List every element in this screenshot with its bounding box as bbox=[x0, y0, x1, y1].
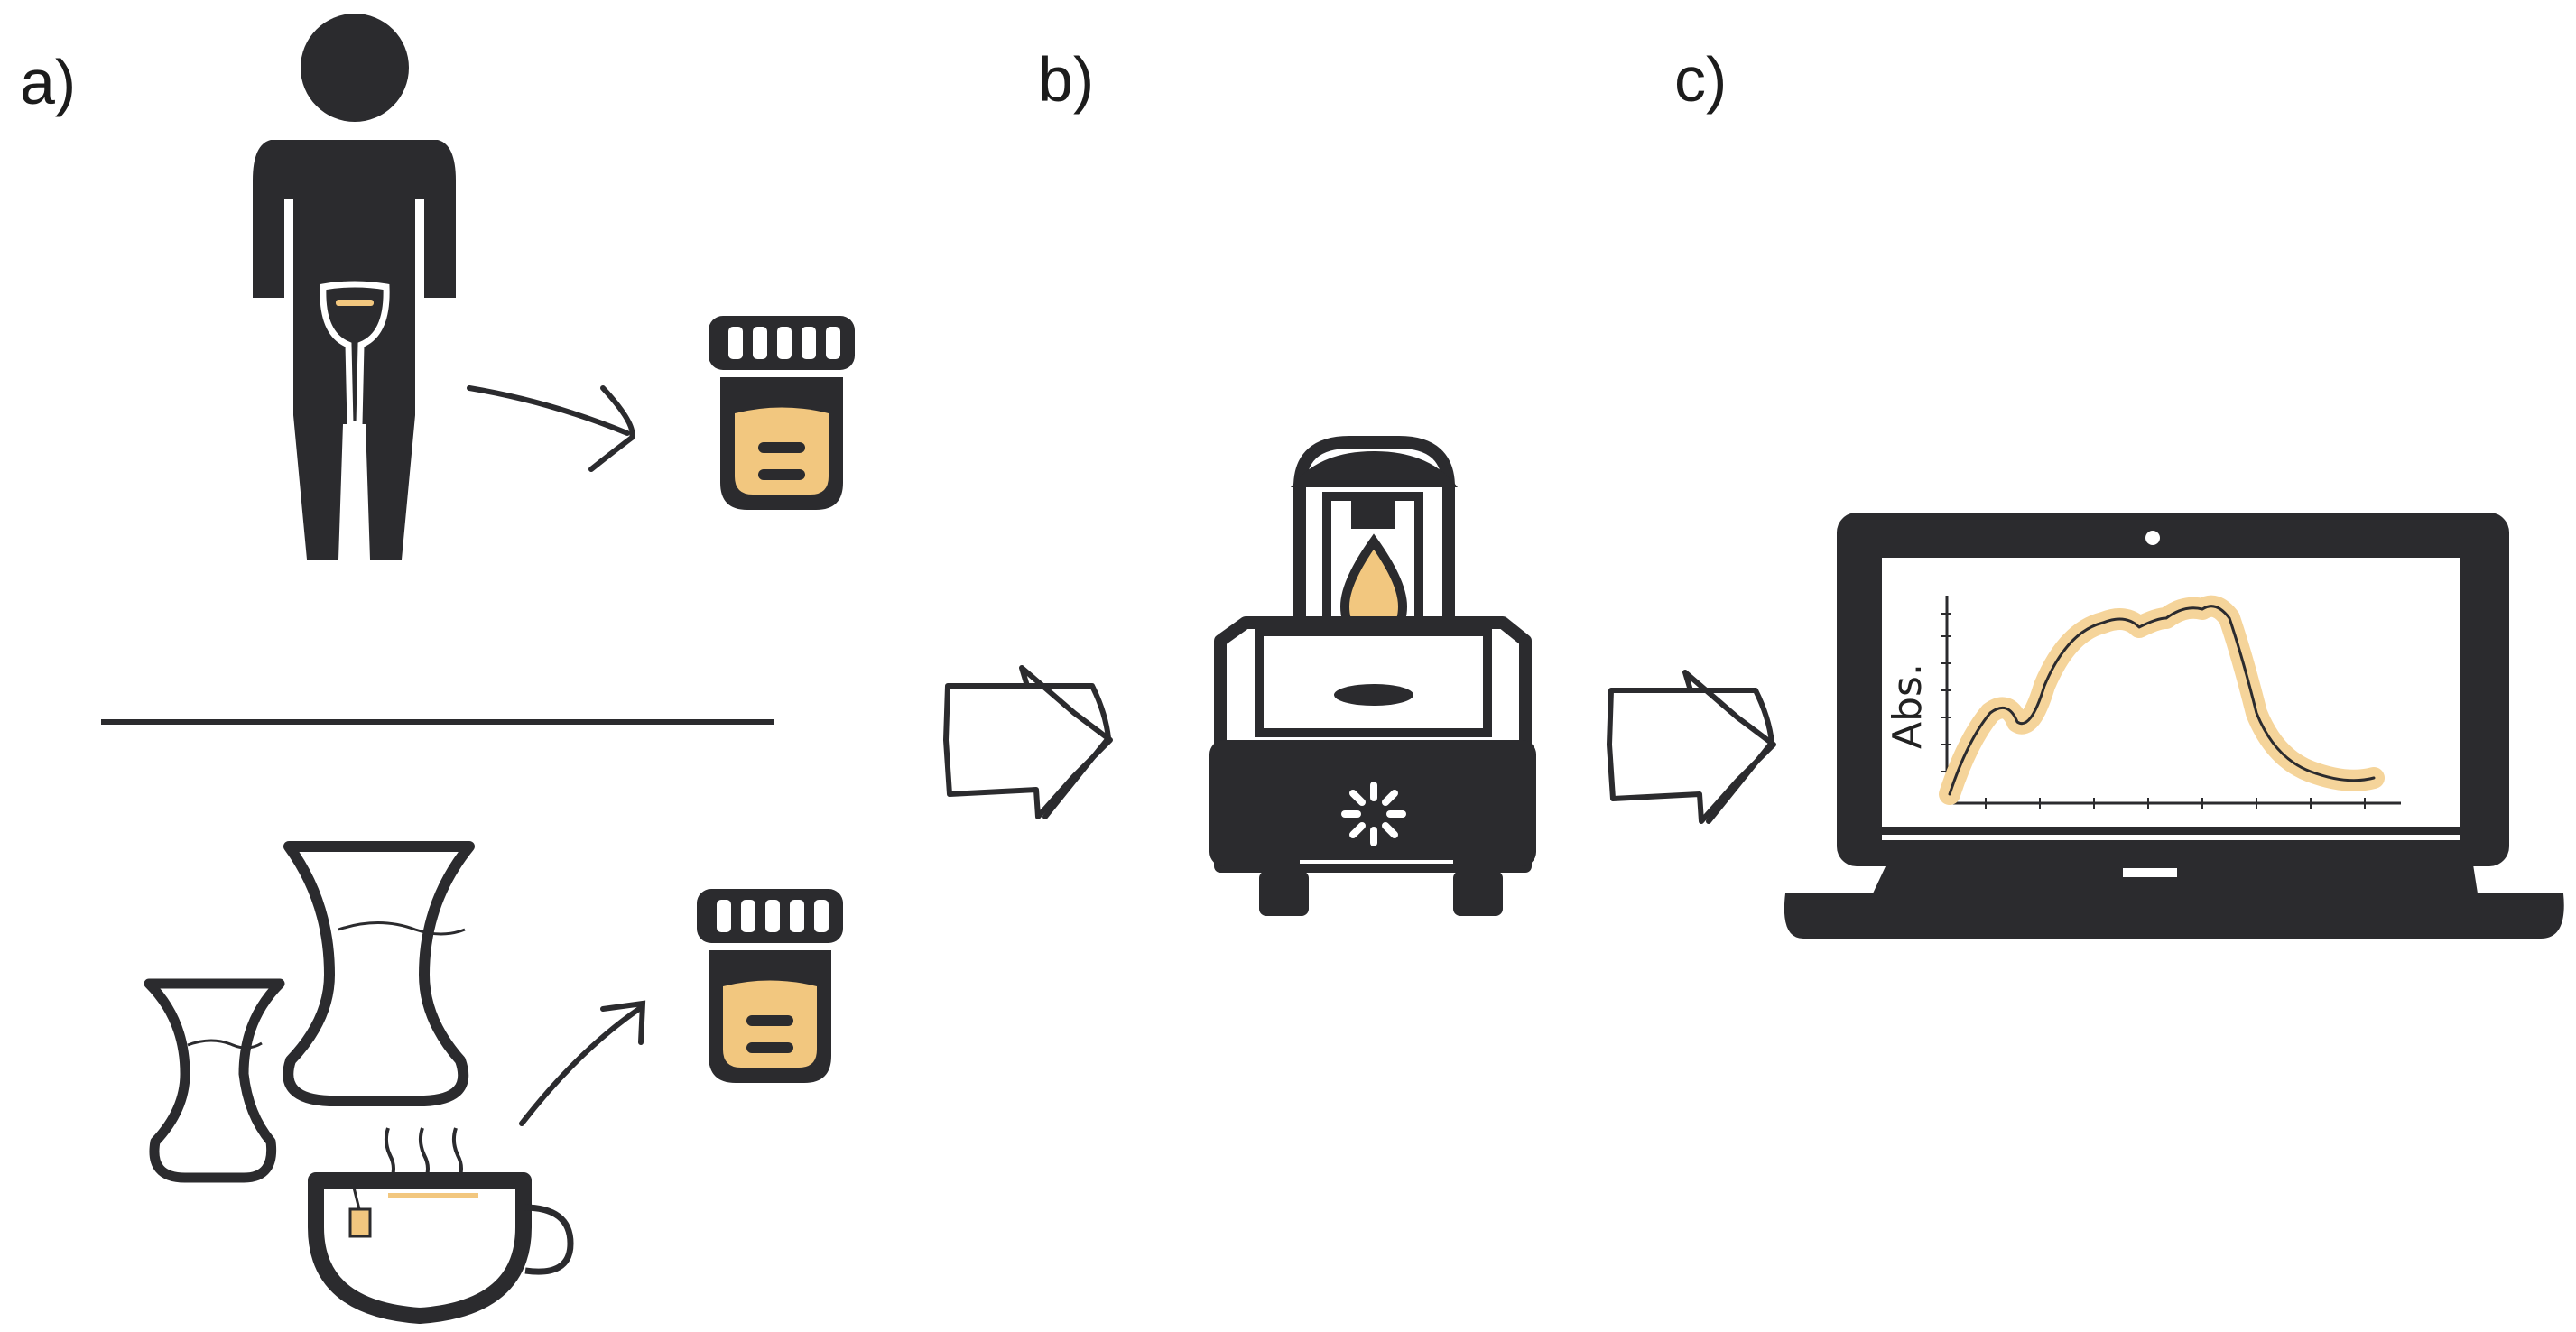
graph-ylabel: Abs. bbox=[1885, 663, 1931, 749]
water-carafe-icon bbox=[283, 841, 475, 1106]
person-icon bbox=[253, 14, 456, 560]
urine-sample-jar-icon bbox=[709, 316, 855, 510]
small-carafe-icon bbox=[144, 978, 285, 1183]
spectrophotometer-icon bbox=[1209, 436, 1536, 916]
laptop-icon bbox=[1784, 513, 2564, 939]
arrow-person-to-jar bbox=[467, 385, 630, 436]
arrow-beverage-to-jar bbox=[519, 1006, 642, 1126]
absorbance-spectrum-graph: Abs. bbox=[1885, 595, 2401, 809]
panel-label-c: c) bbox=[1674, 44, 1727, 115]
next-step-arrow-icon-2 bbox=[1607, 670, 1776, 824]
tea-cup-icon bbox=[308, 1127, 574, 1324]
next-step-arrow-icon bbox=[943, 665, 1113, 819]
beverage-sample-jar-icon bbox=[697, 889, 843, 1083]
panel-label-a: a) bbox=[20, 47, 76, 117]
loading-spinner-icon bbox=[1341, 782, 1406, 846]
panel-label-b: b) bbox=[1038, 44, 1094, 115]
